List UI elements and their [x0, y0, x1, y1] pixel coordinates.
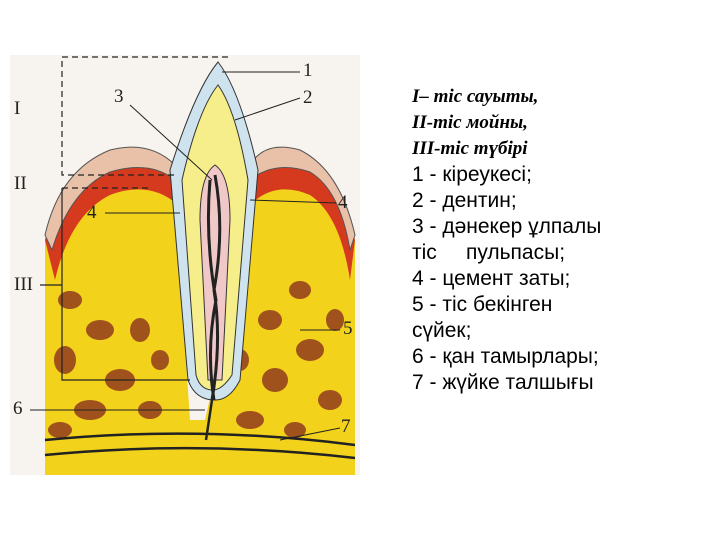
part-label-1: 1 — [303, 60, 313, 81]
legend: I– тіс сауыты, II-тіс мойны, III-тіс түб… — [412, 84, 712, 396]
legend-item: 5 - тіс бекінген — [412, 293, 553, 316]
bone — [45, 177, 355, 475]
region-brackets — [40, 56, 228, 381]
region-label-neck: II — [14, 173, 27, 194]
legend-heading-crown: I– тіс сауыты, — [412, 86, 539, 107]
nerve-fibers — [44, 399, 356, 460]
region-label-root: III — [14, 274, 33, 295]
leader-lines — [30, 71, 341, 441]
region-label-crown: I — [14, 98, 21, 119]
blood-vessels — [206, 174, 222, 401]
part-label-4-right: 4 — [338, 192, 348, 213]
legend-item: 3 - дәнекер ұлпалы — [412, 215, 602, 238]
part-label-5: 5 — [343, 318, 353, 339]
part-label-6: 6 — [13, 398, 23, 419]
legend-item: сүйек; — [412, 319, 472, 342]
part-label-2: 2 — [303, 87, 313, 108]
legend-item: 2 - дентин; — [412, 189, 517, 212]
legend-item: тіс пульпасы; — [412, 241, 566, 264]
part-label-4-left: 4 — [87, 202, 97, 223]
legend-item: 4 - цемент заты; — [412, 267, 571, 290]
legend-item: 6 - қан тамырлары; — [412, 345, 599, 368]
legend-heading-root: III-тіс түбірі — [412, 138, 528, 159]
part-label-7: 7 — [341, 416, 351, 437]
legend-item: 7 - жүйке талшығы — [412, 371, 594, 394]
legend-heading-neck: II-тіс мойны, — [412, 112, 528, 133]
part-label-3: 3 — [114, 86, 124, 107]
legend-item: 1 - кіреукесі; — [412, 163, 532, 186]
